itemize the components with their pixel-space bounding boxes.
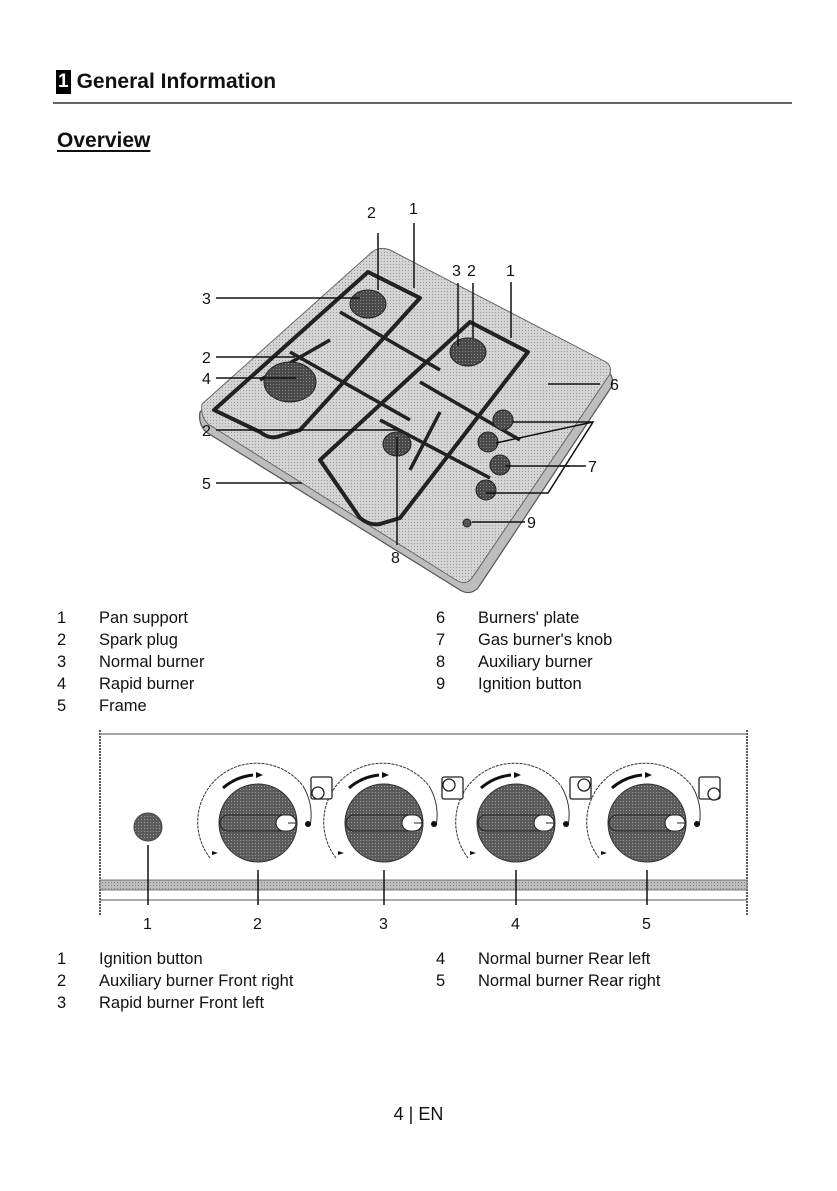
ignition-button [133, 812, 163, 842]
knob-2 [477, 431, 499, 453]
burner-position-rear-right-icon [698, 776, 721, 801]
page-number: 4 | EN [393, 1104, 444, 1124]
panel-callout-5: 5 [642, 916, 651, 933]
callout-2-right: 2 [467, 263, 476, 280]
callout-3-right: 3 [452, 263, 461, 280]
knob-3 [489, 454, 511, 476]
callout-2-top: 2 [367, 205, 376, 222]
knob-normal-rear-left [455, 762, 570, 905]
pan-support-left [212, 270, 422, 440]
pan-support-right [318, 320, 530, 527]
knob-4 [475, 479, 497, 501]
panel-callout-4: 4 [511, 916, 520, 933]
burner-position-front-right-icon [310, 776, 333, 800]
callout-8: 8 [391, 550, 400, 567]
knob-auxiliary-front-right [197, 762, 312, 905]
chapter-number-badge: 1 [56, 70, 71, 94]
normal-burner-rear-left [349, 289, 387, 319]
panel-callout-2: 2 [253, 916, 262, 933]
panel-callout-1: 1 [143, 916, 152, 933]
chapter-heading: 1 General Information [56, 70, 276, 94]
hob-illustration: 2 1 3 2 1 3 2 4 2 5 6 7 9 8 [199, 201, 619, 594]
callout-2-left: 2 [202, 350, 211, 367]
callout-3-left: 3 [202, 291, 211, 308]
callout-5-left: 5 [202, 476, 211, 493]
callout-9: 9 [527, 515, 536, 532]
callout-4-left: 4 [202, 371, 211, 388]
burner-position-front-left-icon [441, 776, 464, 800]
chapter-title: General Information [76, 70, 277, 93]
callout-1-right: 1 [506, 263, 515, 280]
section-title: Overview [57, 129, 151, 152]
panel-callout-3: 3 [379, 916, 388, 933]
panel-trim-bar [99, 879, 748, 891]
heading-divider [53, 102, 792, 104]
callout-7: 7 [588, 459, 597, 476]
normal-burner-rear-right [449, 337, 487, 367]
burner-position-rear-left-icon [569, 776, 592, 800]
knob-1 [492, 409, 514, 431]
knob-normal-rear-right [586, 762, 701, 905]
callout-lines [216, 223, 600, 545]
callout-1-top: 1 [409, 201, 418, 218]
rapid-burner [263, 361, 317, 403]
ignition-button [462, 518, 472, 528]
knob-rapid-front-left [323, 762, 438, 905]
callout-6: 6 [610, 377, 619, 394]
callout-2-left-lower: 2 [202, 423, 211, 440]
control-panel-illustration: 1 2 3 4 5 [99, 730, 748, 933]
